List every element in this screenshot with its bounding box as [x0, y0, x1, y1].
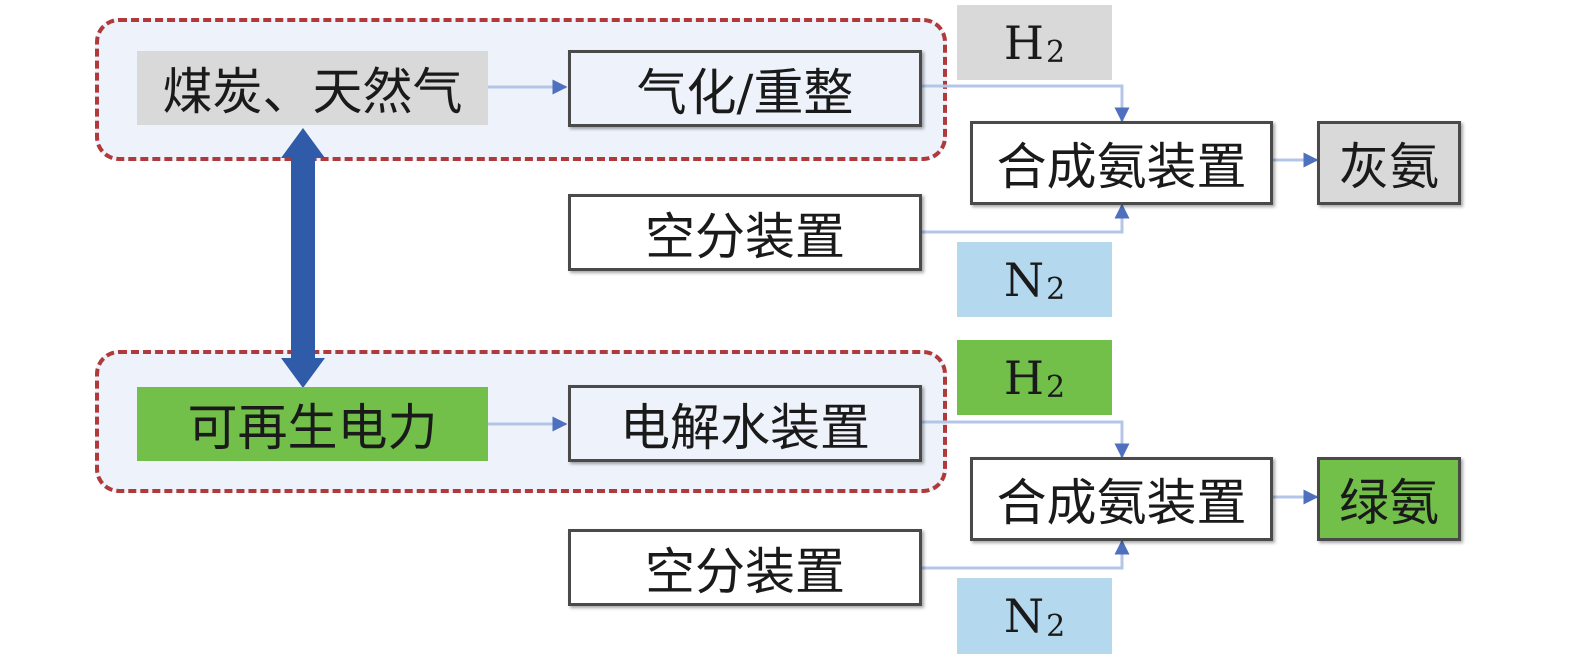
synthesis-unit-bottom: 合成氨装置	[970, 457, 1273, 541]
source-renewable-power: 可再生电力	[137, 387, 488, 461]
arrow-n2-to-synthesis-top	[922, 203, 1130, 234]
product-green-ammonia: 绿氨	[1317, 457, 1461, 541]
double-arrow-icon	[281, 128, 325, 388]
arrow-h2-to-synthesis-bottom	[922, 420, 1130, 459]
synthesis-unit-top: 合成氨装置	[970, 121, 1273, 205]
product-grey-ammonia: 灰氨	[1317, 121, 1461, 205]
process-water-electrolysis: 电解水装置	[568, 385, 922, 462]
arrow-n2-to-synthesis-bottom	[922, 539, 1130, 570]
process-gasification-reforming: 气化/重整	[568, 50, 922, 127]
air-separation-top: 空分装置	[568, 194, 922, 271]
arrow-h2-to-synthesis-top	[922, 84, 1130, 123]
source-fossil: 煤炭、天然气	[137, 51, 488, 125]
air-separation-bottom: 空分装置	[568, 529, 922, 606]
